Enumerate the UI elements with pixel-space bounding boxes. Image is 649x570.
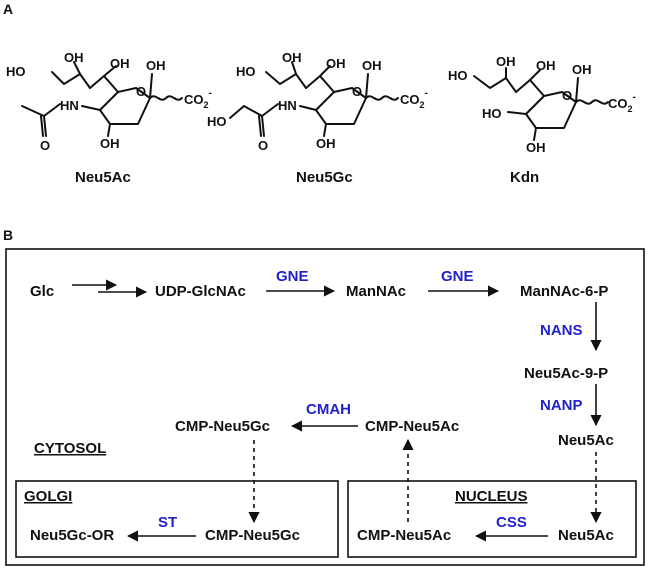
metabolite-cmp-neu5gc-cytosol: CMP-Neu5Gc	[175, 418, 270, 435]
kdn-name: Kdn	[510, 169, 539, 186]
panel-b-label: B	[3, 227, 13, 243]
neu5ac-hn: HN	[60, 98, 79, 113]
panel-a-label: A	[3, 1, 13, 17]
metabolite-udp-glcnac: UDP-GlcNAc	[155, 283, 246, 300]
neu5ac-ho-1: HO	[6, 64, 26, 79]
neu5gc-structure: HO OH OH OH O HN OH HO O CO2- Neu5Gc	[207, 50, 428, 186]
neu5gc-ho-1: HO	[236, 64, 256, 79]
neu5ac-carboxylate: CO2-	[184, 88, 212, 110]
neu5ac-structure: HO OH OH OH O HN OH O CO2- Neu5Ac	[6, 50, 212, 186]
metabolite-cmp-neu5gc-golgi: CMP-Neu5Gc	[205, 527, 300, 544]
nucleus-box	[347, 480, 637, 558]
kdn-structure: HO OH OH OH O HO OH CO2- Kdn	[448, 54, 636, 186]
kdn-ho-1: HO	[448, 68, 468, 83]
neu5gc-carboxylate: CO2-	[400, 88, 428, 110]
neu5ac-oh-1: OH	[64, 50, 84, 65]
metabolite-neu5ac-nucleus: Neu5Ac	[558, 527, 614, 544]
neu5gc-carbonyl-o: O	[258, 138, 268, 153]
neu5ac-carbonyl-o: O	[40, 138, 50, 153]
neu5ac-oh-4: OH	[100, 136, 120, 151]
enzyme-gne-2: GNE	[441, 268, 474, 285]
metabolite-mannac-6p: ManNAc-6-P	[520, 283, 608, 300]
neu5ac-oh-2: OH	[110, 56, 130, 71]
golgi-label: GOLGI	[24, 488, 72, 505]
kdn-carboxylate: CO2-	[608, 92, 636, 114]
neu5gc-oh-1: OH	[282, 50, 302, 65]
enzyme-nanp: NANP	[540, 397, 583, 414]
kdn-oh-1: OH	[496, 54, 516, 69]
metabolite-mannac: ManNAc	[346, 283, 406, 300]
metabolite-neu5ac-cytosol: Neu5Ac	[558, 432, 614, 449]
cytosol-label: CYTOSOL	[34, 440, 106, 457]
neu5gc-hn: HN	[278, 98, 297, 113]
kdn-ring-o: O	[562, 88, 572, 103]
enzyme-cmah: CMAH	[306, 401, 351, 418]
kdn-oh-4: OH	[526, 140, 546, 155]
kdn-ho-2: HO	[482, 106, 502, 121]
kdn-oh-3: OH	[572, 62, 592, 77]
enzyme-css: CSS	[496, 514, 527, 531]
cell-outline	[5, 248, 645, 566]
pathway-arrows	[72, 279, 602, 542]
neu5gc-ho-2: HO	[207, 114, 227, 129]
enzyme-gne-1: GNE	[276, 268, 309, 285]
neu5gc-oh-2: OH	[326, 56, 346, 71]
neu5gc-oh-4: OH	[316, 136, 336, 151]
enzyme-st: ST	[158, 514, 177, 531]
metabolite-neu5gc-or: Neu5Gc-OR	[30, 527, 114, 544]
golgi-box	[15, 480, 339, 558]
metabolite-glc: Glc	[30, 283, 54, 300]
metabolite-cmp-neu5ac-nucleus: CMP-Neu5Ac	[357, 527, 451, 544]
neu5gc-oh-3: OH	[362, 58, 382, 73]
metabolite-cmp-neu5ac-cytosol: CMP-Neu5Ac	[365, 418, 459, 435]
metabolite-neu5ac-9p: Neu5Ac-9-P	[524, 365, 608, 382]
neu5gc-ring-o: O	[352, 84, 362, 99]
enzyme-nans: NANS	[540, 322, 583, 339]
kdn-oh-2: OH	[536, 58, 556, 73]
neu5gc-name: Neu5Gc	[296, 169, 353, 186]
neu5ac-name: Neu5Ac	[75, 169, 131, 186]
nucleus-label: NUCLEUS	[455, 488, 528, 505]
neu5ac-oh-3: OH	[146, 58, 166, 73]
neu5ac-ring-o: O	[136, 84, 146, 99]
